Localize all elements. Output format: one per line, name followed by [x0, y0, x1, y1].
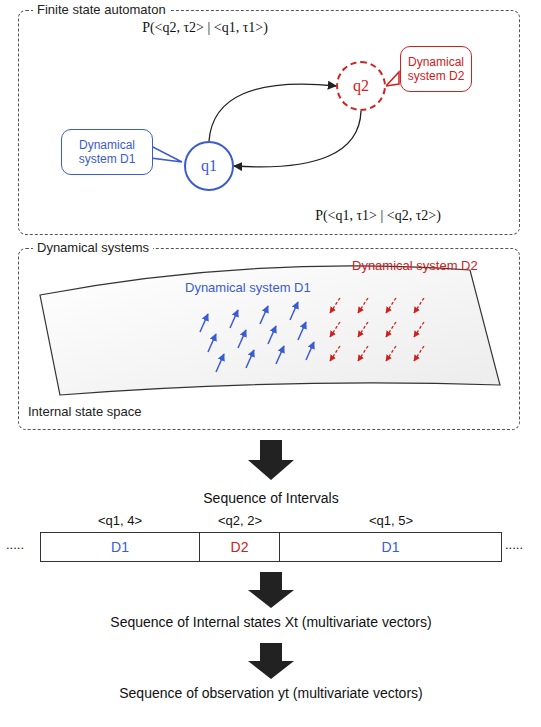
text-label: Sequence of observation yt (multivariate… — [119, 685, 422, 701]
node-text: q1 — [201, 157, 217, 175]
node-text: D1 — [111, 539, 129, 555]
text-label: <q2, 2> — [218, 513, 262, 528]
node-text: Finite state automaton — [33, 2, 170, 17]
callout-tail — [151, 146, 182, 162]
transition-probability: P(<q2, τ2> | <q1, τ1>) — [142, 20, 268, 36]
dynamics-panel: Dynamical systems — [18, 248, 520, 430]
text-label: <q1, 5> — [369, 513, 413, 528]
node-text: Dynamical system D2 — [404, 55, 468, 84]
automaton-panel: Finite state automatonDynamical system D… — [18, 10, 520, 235]
callout-box: Dynamical system D2 — [400, 46, 472, 92]
node-text: D2 — [231, 539, 249, 555]
state-circle: q1 — [184, 141, 234, 191]
transition-arrow — [234, 111, 361, 167]
text-label: ..... — [505, 537, 523, 552]
node-text: D1 — [382, 539, 400, 555]
transition-probability: P(<q1, τ1> | <q2, τ2>) — [315, 208, 441, 224]
text-label: Dynamical system D2 — [352, 258, 478, 273]
text-label: <q1, 4> — [98, 513, 142, 528]
node-text: Dynamical systems — [33, 240, 153, 255]
vector-field — [200, 298, 424, 372]
node-text: q2 — [353, 77, 369, 95]
text-label: Dynamical system D1 — [185, 280, 311, 295]
node-text: Dynamical system D1 — [65, 138, 149, 167]
transition-arrow — [209, 84, 336, 141]
callout-box: Dynamical system D1 — [61, 129, 153, 175]
text-label: Sequence of Intervals — [203, 490, 338, 506]
text-label: Internal state space — [28, 404, 141, 419]
state-circle: q2 — [336, 61, 386, 111]
interval-segment: D1 — [40, 532, 200, 562]
text-label: Sequence of Internal states Xt (multivar… — [110, 614, 431, 630]
interval-segment: D1 — [280, 532, 502, 562]
state-surface — [40, 266, 500, 395]
callout-tail — [386, 72, 399, 86]
text-label: ..... — [6, 537, 24, 552]
interval-segment: D2 — [200, 532, 280, 562]
